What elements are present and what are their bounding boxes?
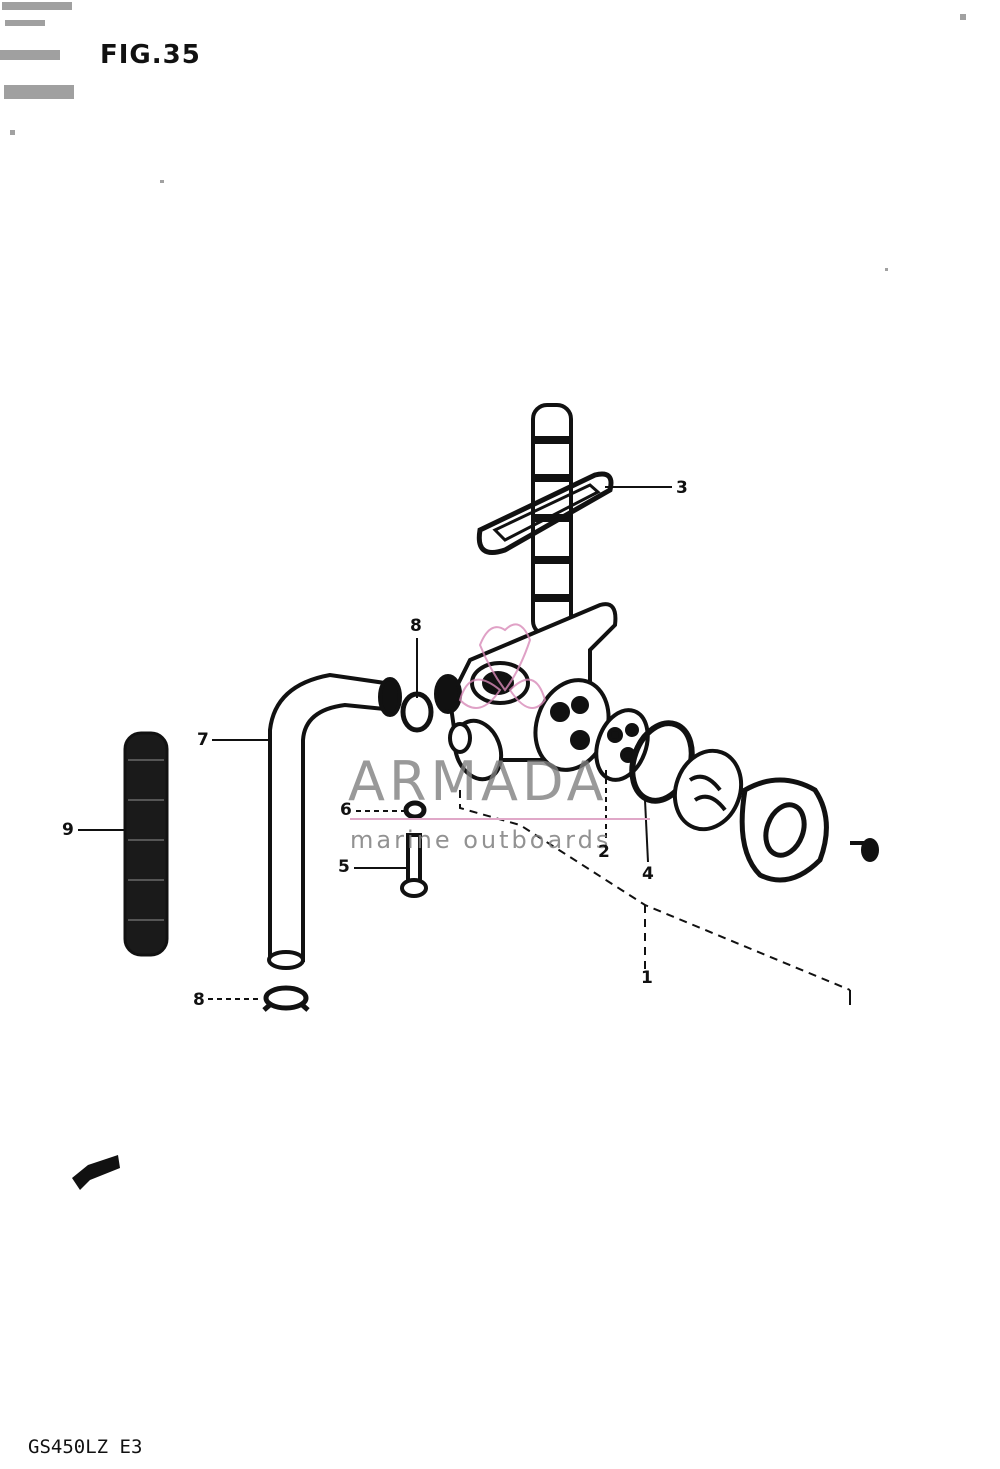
figure-title: FIG.35	[100, 40, 201, 70]
watermark-tagline: marine outboards	[350, 826, 612, 854]
callout-4: 4	[642, 864, 654, 884]
watermark-brand: ARMADA	[348, 750, 608, 813]
callout-1: 1	[641, 968, 653, 988]
front-direction-arrow-icon	[72, 1155, 120, 1190]
fuel-strainer-pipe	[531, 403, 573, 637]
tap-gasket	[476, 471, 614, 555]
callout-9: 9	[62, 820, 74, 840]
hose-clamp-upper	[400, 691, 434, 733]
fuel-hose	[267, 672, 402, 970]
watermark-logo	[458, 623, 547, 709]
callout-7: 7	[197, 730, 209, 750]
cock-side-plate	[533, 678, 611, 772]
callout-8-lower: 8	[193, 990, 205, 1010]
callout-6: 6	[340, 800, 352, 820]
callout-3: 3	[676, 478, 688, 498]
cover-screw	[850, 838, 879, 862]
diaphragm-cap	[672, 748, 744, 832]
bolt	[400, 833, 428, 898]
leader-lines	[78, 486, 851, 1005]
watermark-divider	[350, 818, 650, 820]
washer	[403, 800, 427, 820]
callout-5: 5	[338, 857, 350, 877]
hose-clamp-lower	[262, 985, 310, 1012]
protector-hose	[123, 731, 169, 957]
callout-8-upper: 8	[410, 616, 422, 636]
cover-plate	[739, 777, 829, 883]
model-code: GS450LZ E3	[28, 1436, 143, 1458]
callout-2: 2	[598, 842, 610, 862]
scan-noise	[0, 2, 966, 271]
